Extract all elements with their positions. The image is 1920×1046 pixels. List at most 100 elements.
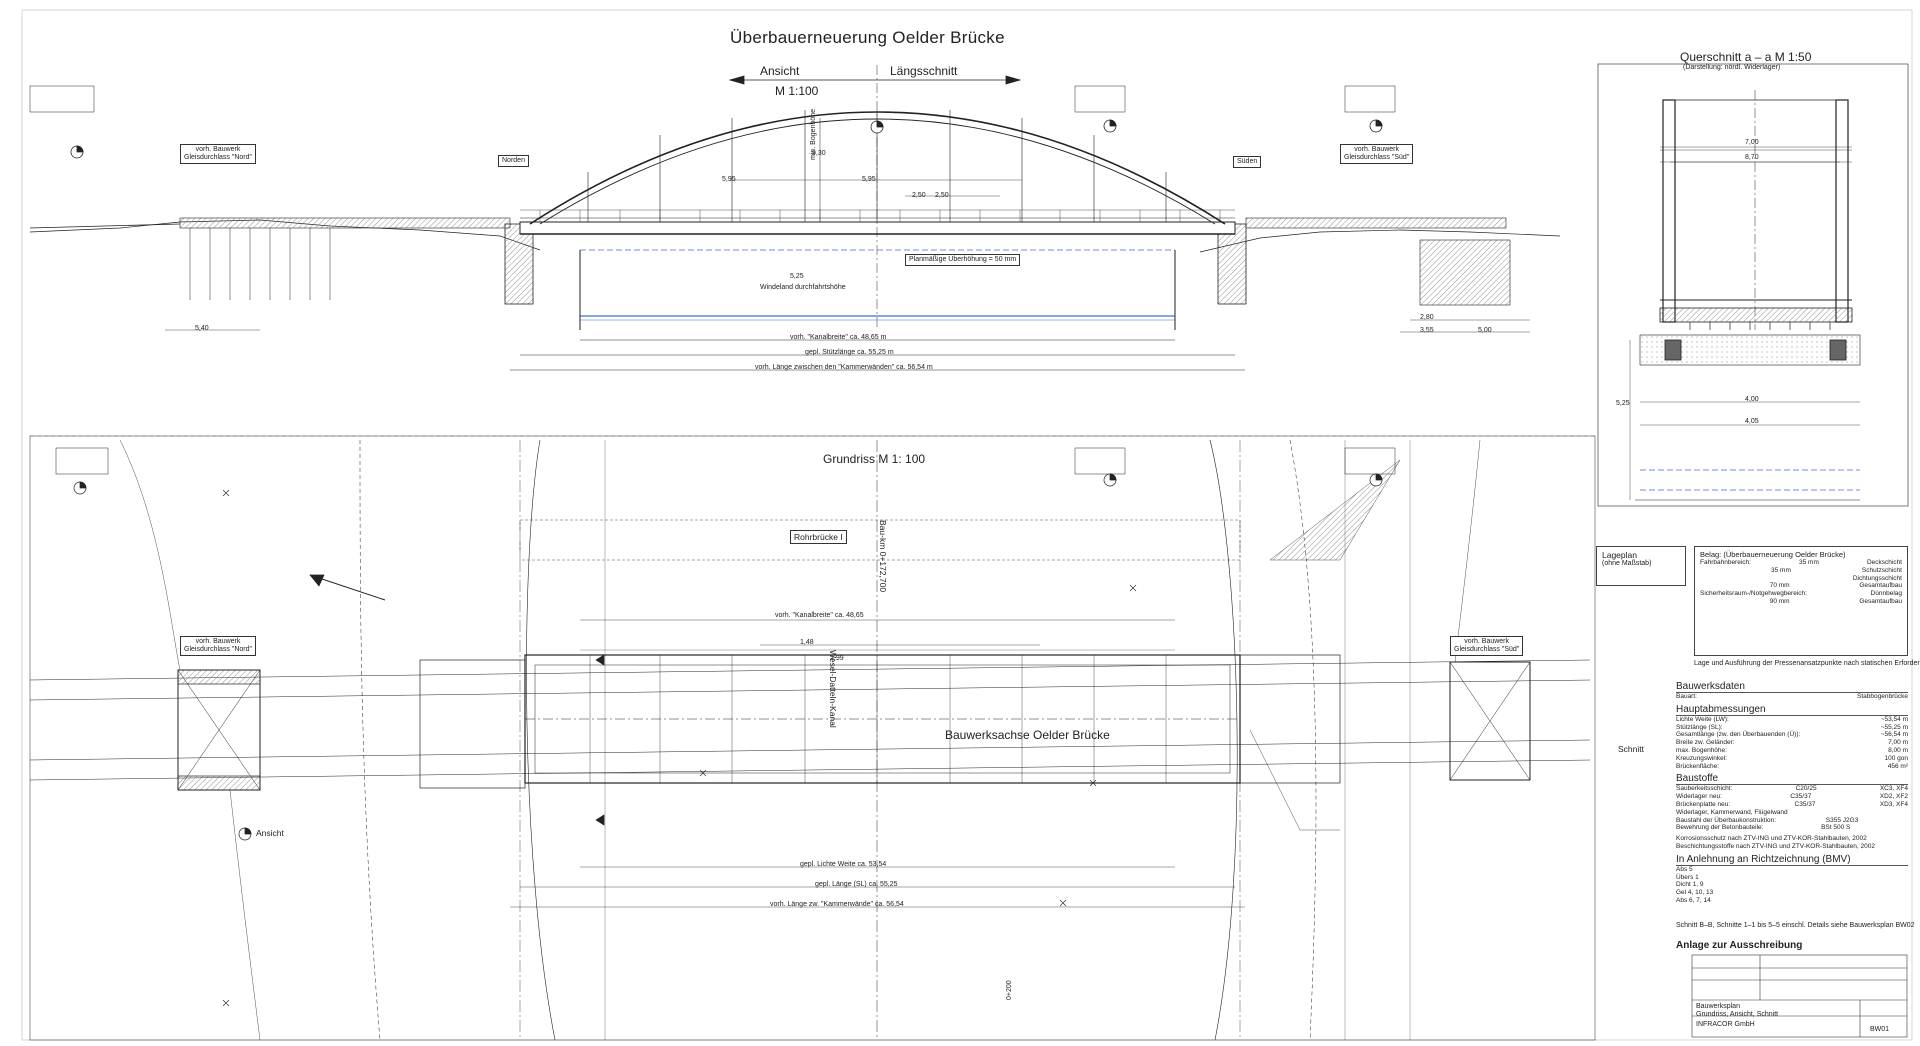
hauptmasse-row-cell-0: Gesamtlänge (zw. den Überbauenden (Ü)): [1676, 731, 1801, 739]
belag-row-cell-2: Dichtungsschicht [1852, 574, 1902, 582]
norden-label: Norden [498, 155, 529, 167]
baustoffe-row-cell-0: Bewehrung der Betonbauteile: [1676, 824, 1764, 832]
schnitt-label: Schnitt [1618, 744, 1644, 754]
sheet-border [21, 9, 1913, 1041]
hauptmasse-row: max. Bogenhöhe:8,00 m [1676, 747, 1908, 755]
bauwerksachse-label: Bauwerksachse Oelder Brücke [945, 728, 1110, 742]
hauptmasse-row: Gesamtlänge (zw. den Überbauenden (Ü)): ~… [1676, 731, 1908, 739]
baustoffe-row-cell-2: XD3, XF4 [1879, 800, 1908, 808]
belag-row: 90 mm Gesamtaufbau [1700, 598, 1902, 606]
baustoffe-row-cell-1: BSt 500 S [1821, 824, 1851, 832]
hauptmasse-title: Hauptabmessungen [1676, 704, 1908, 716]
baustoffe-row-cell-1: C35/37 [1790, 793, 1812, 801]
hauptmasse-row: Lichte Weite (LW):~53,54 m [1676, 716, 1908, 724]
anlage-label: Anlage zur Ausschreibung [1676, 940, 1803, 951]
abs-row: Abs 5 [1676, 866, 1908, 874]
lageplan-title: Lageplan [1602, 550, 1637, 560]
cross-section-view [1597, 63, 1909, 507]
nord-structure-plan-label: vorh. Bauwerk Gleisdurchlass "Nord" [180, 636, 256, 656]
baustoffe-row: Brückenplatte neu: C35/37 XD3, XF4 [1676, 801, 1908, 809]
belag-row-cell-1: 90 mm [1769, 597, 1790, 605]
lageplan-subtitle: (ohne Maßstab) [1602, 560, 1652, 567]
stuetzlaenge-label: gepl. Stützlänge ca. 55,25 m [805, 349, 894, 356]
dim-525: 5,25 [790, 273, 804, 280]
baustoffe-row-cell-2: XC3, XF4 [1879, 785, 1908, 793]
kanalbreite-label: vorh. "Kanalbreite" ca. 48,65 m [790, 334, 887, 341]
lichte-weite-label: gepl. Lichte Weite ca. 53,54 [800, 861, 887, 868]
rohrbruecke-label: Rohrbrücke I [790, 530, 847, 544]
dim-299: 2,99 [830, 655, 844, 662]
belag-panel: Belag: (Überbauerneuerung Oelder Brücke)… [1694, 546, 1908, 656]
title-block [1691, 954, 1908, 1038]
hauptmasse-row-cell-0: max. Bogenhöhe: [1676, 746, 1727, 754]
hauptmasse-row-cell-1: 7,00 m [1888, 739, 1908, 747]
baustoffe-title: Baustoffe [1676, 773, 1908, 786]
baustoffe-row-cell-1: C20/25 [1795, 785, 1817, 793]
abs-row-cell-0: Gel 4, 10, 13 [1676, 889, 1714, 897]
bau-km-label: Bau-km 0+172,700 [878, 520, 888, 593]
baustoffe-row: Widerlager, Kammerwand, Flügelwand [1676, 809, 1908, 817]
bauwerksdaten-panel: Bauwerksdaten Bauart: Stabbogenbrücke Hau… [1676, 678, 1908, 905]
ueberhoehung-label: Planmäßige Überhöhung = 50 mm [905, 254, 1021, 266]
dim-595-right: 5,95 [862, 176, 876, 183]
abs-row: Dicht 1, 9 [1676, 881, 1908, 889]
bauart-label: Bauart: [1676, 693, 1697, 700]
laenge-kammer-label: vorh. Länge zw. "Kammerwände" ca. 56,54 [770, 901, 904, 908]
dim-148: 1,48 [800, 639, 814, 646]
abs-row: Gel 4, 10, 13 [1676, 889, 1908, 897]
dim-595-left: 5,95 [722, 176, 736, 183]
plan-view [29, 435, 1596, 1041]
baustoffe-row-cell-0: Widerlager neu: [1676, 793, 1722, 801]
dim-280: 2,80 [1420, 314, 1434, 321]
abs-row-cell-0: Abs 5 [1676, 865, 1693, 873]
belag-row-cell-2: Deckschicht [1866, 559, 1902, 566]
cross-section-title: Querschnitt a – a M 1:50 [1680, 50, 1812, 64]
baustoffe-row-cell-1: C35/37 [1794, 800, 1816, 808]
dim-700: 7,00 [1745, 139, 1759, 146]
richtzeichnung-title: In Anlehnung an Richtzeichnung (BMV) [1676, 854, 1908, 866]
drawing-title: Überbauerneuerung Oelder Brücke [730, 28, 1005, 47]
hauptmasse-row-cell-0: Kreuzungswinkel: [1676, 754, 1727, 762]
hauptmasse-row-cell-1: ~55,25 m [1880, 723, 1908, 731]
dim-870: 8,70 [1745, 154, 1759, 161]
hauptmasse-row-cell-1: ~56,54 m [1880, 731, 1908, 739]
hauptmasse-row: Kreuzungswinkel: 100 gon [1676, 755, 1908, 763]
cross-section-subtitle: (Darstellung: nördl. Widerlager) [1683, 64, 1781, 71]
kanalbreite-plan-label: vorh. "Kanalbreite" ca. 48,65 [775, 612, 864, 619]
hauptmasse-row: Breite zw. Geländer: 7,00 m [1676, 739, 1908, 747]
ansicht-label: Ansicht [760, 64, 800, 78]
beschichtung-note: Beschichtungsstoffe nach ZTV-ING und ZTV… [1676, 842, 1875, 850]
titleblock-company: INFRACOR GmbH [1696, 1021, 1755, 1028]
abs-row: Abs 6, 7, 14 [1676, 897, 1908, 905]
station-label: 0+200 [1006, 980, 1013, 1000]
baustoffe-row-cell-0: Brückenplatte neu: [1676, 800, 1731, 808]
hauptmasse-row-cell-0: Breite zw. Geländer: [1676, 739, 1735, 747]
pressen-note: Lage und Ausführung der Pressenansatzpun… [1694, 660, 1920, 667]
belag-row-cell-0: Sicherheitsraum-/Notgehwegbereich: [1700, 590, 1807, 598]
hauptmasse-row-cell-0: Brückenfläche: [1676, 762, 1719, 770]
baustoffe-row-cell-2: XD2, XF2 [1879, 793, 1908, 801]
bauart-value: Stabbogenbrücke [1857, 693, 1908, 700]
belag-row-cell-2: Gesamtaufbau [1859, 597, 1902, 605]
dim-500: 5,00 [1478, 327, 1492, 334]
belag-row-cell-2: Gesamtaufbau [1859, 582, 1902, 590]
elevation-scale: M 1:100 [775, 84, 819, 98]
nord-structure-label: vorh. Bauwerk Gleisdurchlass "Nord" [180, 144, 256, 164]
hauptmasse-row-cell-1: 456 m² [1887, 762, 1908, 770]
baustoffe-row: Bewehrung der Betonbauteile: BSt 500 S [1676, 824, 1908, 832]
dim-250-left: 2,50 [912, 192, 926, 199]
sueden-label: Süden [1233, 156, 1262, 168]
korrosion-note: Korrosionsschutz nach ZTV-ING und ZTV-KO… [1676, 835, 1867, 843]
belag-row-cell-1: 35 mm [1771, 566, 1791, 574]
hauptmasse-row-cell-0: Stützlänge (SL): [1676, 723, 1723, 731]
dim-525-cross: 5,25 [1616, 400, 1630, 407]
hauptmasse-row-cell-1: 100 gon [1884, 754, 1909, 762]
bauwerksdaten-title: Bauwerksdaten [1676, 681, 1908, 693]
